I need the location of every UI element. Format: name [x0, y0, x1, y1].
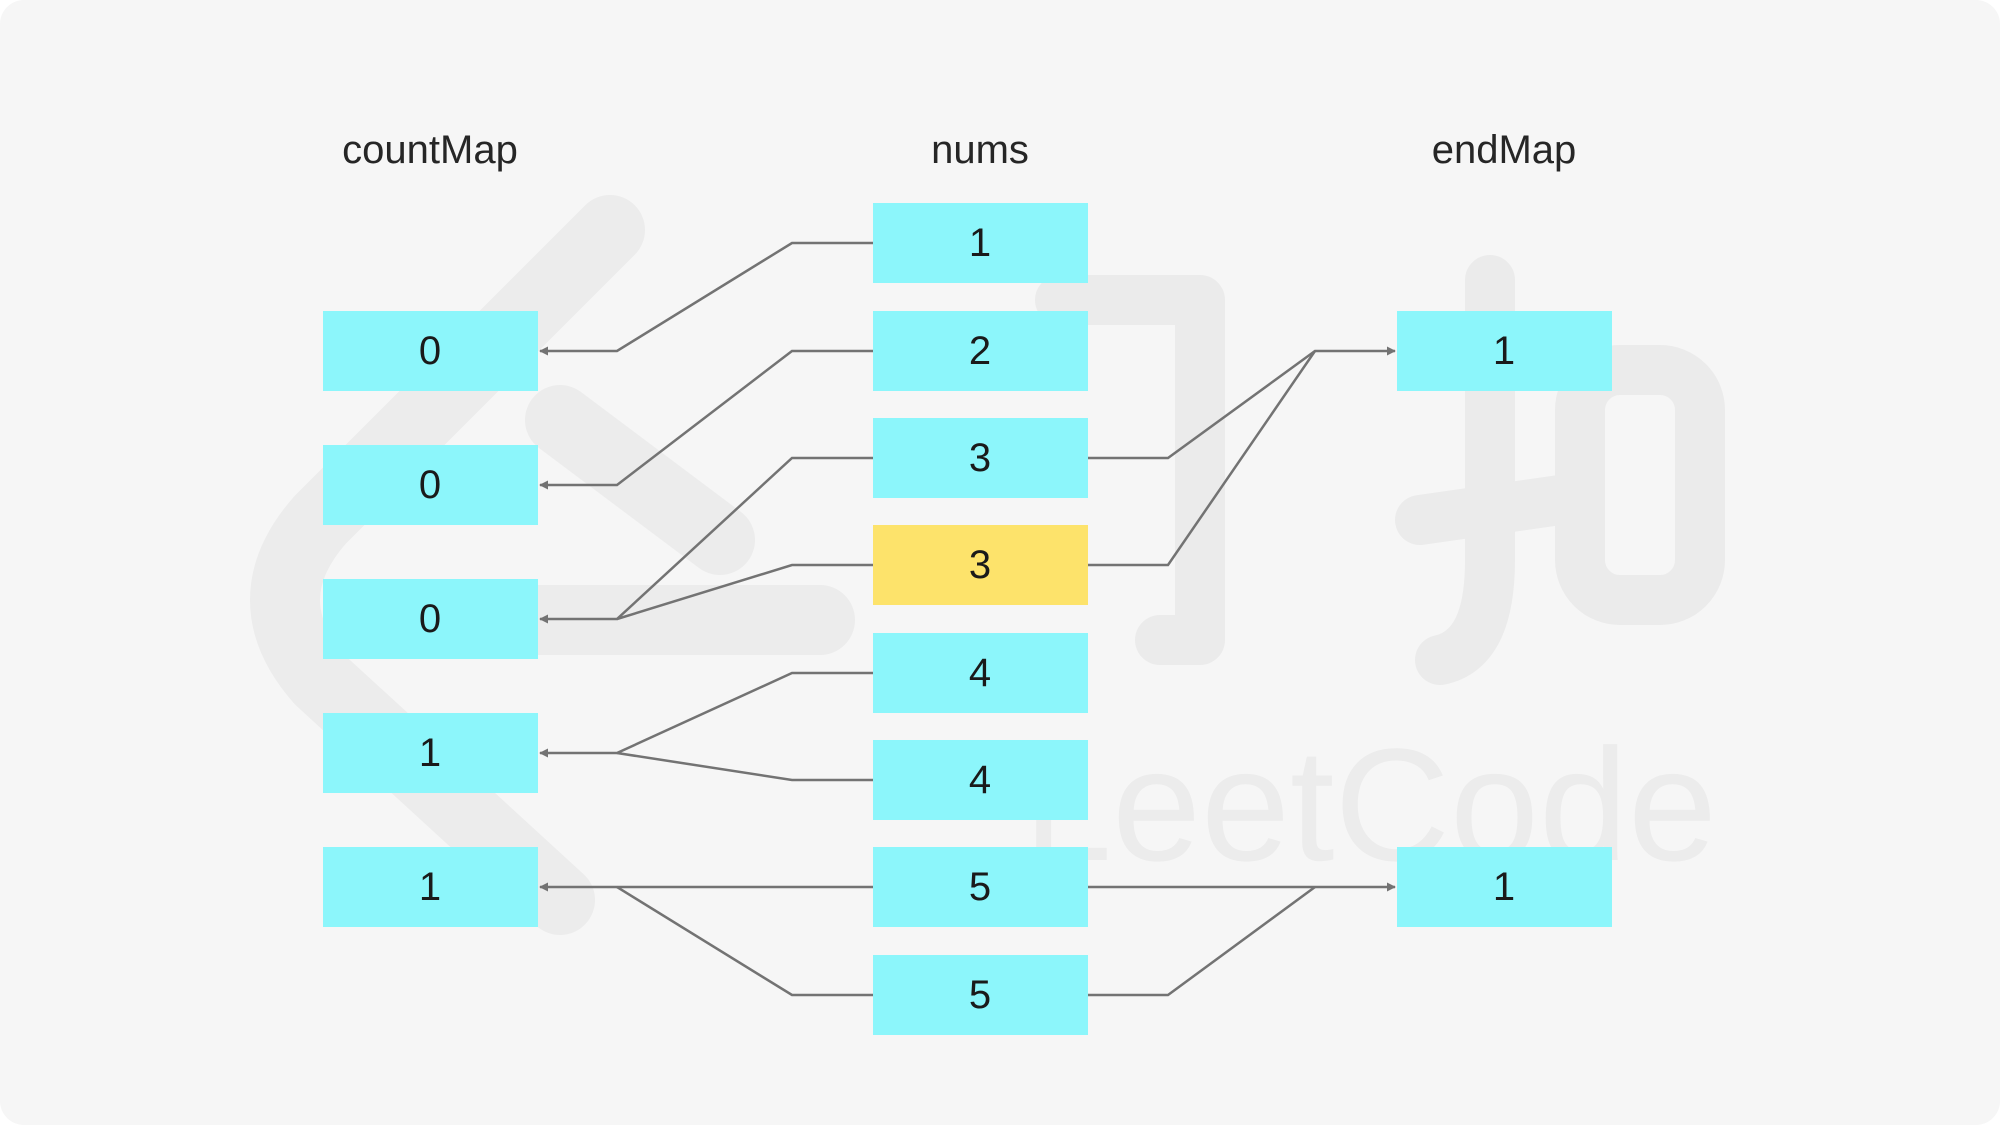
countMap-value: 0 [419, 463, 441, 507]
countMap-value: 0 [419, 597, 441, 641]
nums-cell: 1 [873, 203, 1088, 283]
endMap-cell: 1 [1397, 311, 1612, 391]
countMap-cell: 0 [323, 311, 538, 391]
nums-value: 5 [969, 973, 991, 1017]
nums-cell: 2 [873, 311, 1088, 391]
nums-cell: 4 [873, 633, 1088, 713]
nums-value: 3 [969, 436, 991, 480]
connection-arrow [616, 751, 873, 782]
connection-arrow [539, 671, 873, 758]
connection-arrow [1088, 885, 1316, 997]
countMap-value: 1 [419, 865, 441, 909]
countMap-title: countMap [342, 128, 518, 172]
nums-cell: 5 [873, 847, 1088, 927]
nums-title: nums [931, 128, 1029, 172]
connection-arrow [616, 563, 873, 621]
nums-cell: 4 [873, 740, 1088, 820]
nums-value: 1 [969, 221, 991, 265]
endMap-value: 1 [1493, 865, 1515, 909]
nums-value: 4 [969, 651, 991, 695]
nums-value: 5 [969, 865, 991, 909]
endMap-cell: 1 [1397, 847, 1612, 927]
nums-value: 2 [969, 329, 991, 373]
connection-arrow [1088, 350, 1317, 567]
nums-value: 3 [969, 543, 991, 587]
connection-arrow [539, 456, 873, 624]
connection-arrow [539, 349, 873, 490]
nums-value: 4 [969, 758, 991, 802]
connection-arrows [539, 241, 1396, 997]
countMap-cell: 0 [323, 579, 538, 659]
endMap-title: endMap [1432, 128, 1577, 172]
connection-arrow [1088, 346, 1396, 460]
connection-arrow [616, 885, 873, 997]
connection-arrow [539, 241, 873, 356]
countMap-cell: 1 [323, 713, 538, 793]
nums-cell: 5 [873, 955, 1088, 1035]
endMap-value: 1 [1493, 329, 1515, 373]
nums-cell: 3 [873, 418, 1088, 498]
nums-cell-highlighted: 3 [873, 525, 1088, 605]
countMap-value: 0 [419, 329, 441, 373]
countMap-value: 1 [419, 731, 441, 775]
countMap-cell: 0 [323, 445, 538, 525]
countMap-cell: 1 [323, 847, 538, 927]
watermark-text: LeetCode [1023, 715, 1717, 894]
